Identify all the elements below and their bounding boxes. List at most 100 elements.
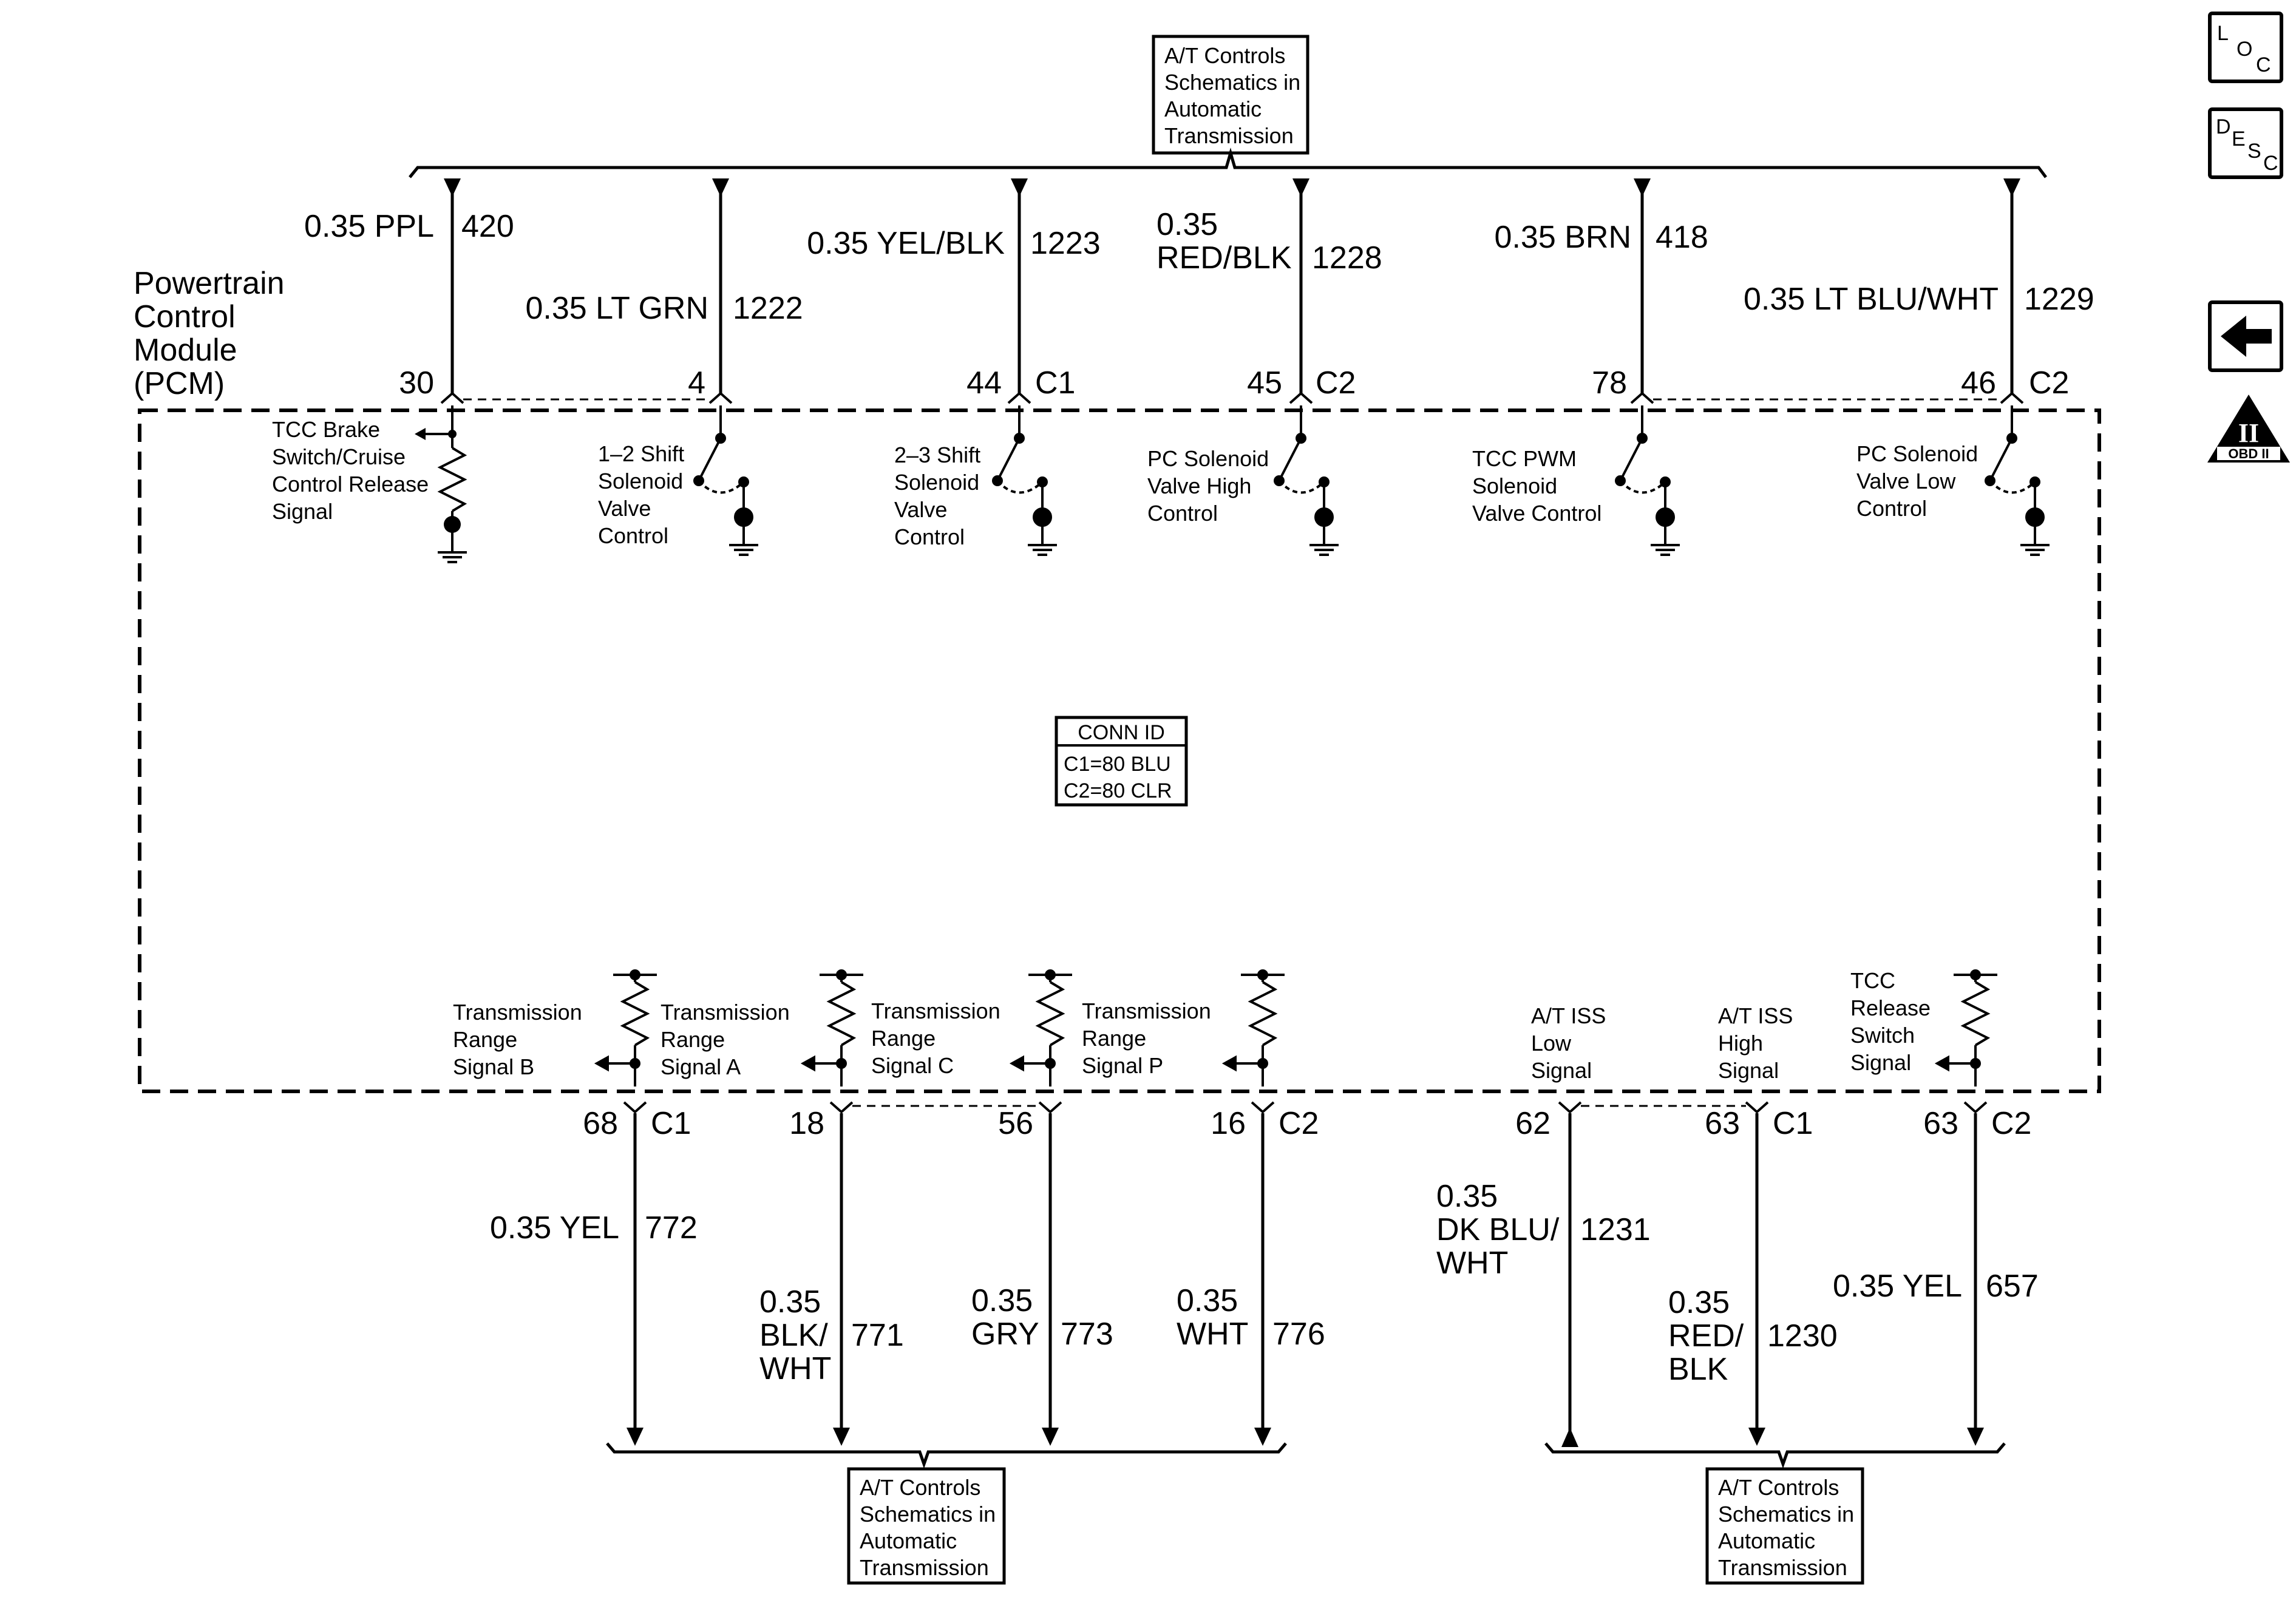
circuit-number: 657 bbox=[1986, 1269, 2039, 1304]
svg-text:TCC Release Switch: TCC Release Switch Signal bbox=[1850, 968, 1937, 1075]
svg-text:C1=80 BLU: C1=80 BLU bbox=[1064, 753, 1171, 776]
pin-number: 56 bbox=[998, 1106, 1033, 1141]
bottom-connector-symbols bbox=[623, 1101, 1988, 1114]
connector-id: C1 bbox=[1773, 1106, 1813, 1141]
circuit-number: 418 bbox=[1656, 220, 1708, 255]
circuit-number: 772 bbox=[645, 1210, 698, 1246]
svg-text:A/T ISS High Signa: A/T ISS High Signal bbox=[1718, 1003, 1799, 1083]
bottom-right-harness-bracket bbox=[1544, 1442, 2006, 1469]
svg-text:L: L bbox=[2217, 22, 2229, 45]
bottom-wire-labels: 68 C1 0.35 YEL 772 18 0.35 BLK/ WHT 771 … bbox=[490, 1106, 2039, 1387]
svg-text:II: II bbox=[2238, 418, 2259, 448]
range-signal-circuits bbox=[594, 969, 1997, 1086]
top-component-descriptions: 1–2 Shift Solenoid Valve Control 2–3 Shi… bbox=[598, 441, 1984, 549]
tcc-brake-circuit: TCC Brake Switch/Cruise Control Release … bbox=[272, 405, 468, 563]
svg-text:A/T Controls Schematics: A/T Controls Schematics in Automatic Tra… bbox=[1718, 1475, 1860, 1580]
top-wire-labels: 0.35 PPL 420 30 0.35 LT GRN 1222 4 0.35 … bbox=[304, 207, 2094, 401]
svg-text:A/T Controls Schematics: A/T Controls Schematics in Automatic Tra… bbox=[860, 1475, 1002, 1580]
svg-text:CONN ID: CONN ID bbox=[1078, 721, 1165, 744]
svg-text:TCC PWM Solenoid V: TCC PWM Solenoid Valve Control bbox=[1472, 446, 1601, 526]
top-connector-symbols bbox=[440, 392, 2024, 404]
svg-text:1–2 Shift Solenoid: 1–2 Shift Solenoid Valve Control bbox=[598, 441, 690, 548]
wire-color: 0.35 bbox=[1156, 207, 1218, 242]
wire-color: GRY bbox=[971, 1317, 1039, 1352]
bottom-right-reference-box[interactable]: A/T Controls Schematics in Automatic Tra… bbox=[1705, 1467, 1864, 1585]
svg-text:A/T ISS Low Signal: A/T ISS Low Signal bbox=[1531, 1003, 1612, 1083]
left-arrow-icon bbox=[2221, 316, 2272, 357]
bottom-component-descriptions: Transmission Range Signal B Transmission… bbox=[453, 968, 1937, 1083]
wire-color: 0.35 bbox=[971, 1283, 1033, 1318]
circuit-number: 1228 bbox=[1312, 240, 1382, 276]
bottom-left-harness-bracket bbox=[606, 1442, 1287, 1469]
wire-color: 0.35 BRN bbox=[1495, 220, 1631, 255]
wire-color: 0.35 LT GRN bbox=[525, 291, 708, 326]
wire-color: WHT bbox=[1436, 1246, 1508, 1281]
wire-color: BLK/ bbox=[759, 1318, 828, 1353]
wire-color: WHT bbox=[1177, 1317, 1248, 1352]
desc-button[interactable]: D E S C bbox=[2208, 107, 2283, 179]
circuit-number: 771 bbox=[851, 1318, 904, 1353]
svg-text:Transmission Range: Transmission Range Signal A bbox=[661, 1000, 796, 1079]
wire-color: BLK bbox=[1668, 1352, 1728, 1387]
svg-text:OBD II: OBD II bbox=[2228, 446, 2269, 461]
wire-color: 0.35 bbox=[1436, 1179, 1498, 1214]
svg-text:A/T Controls Schematics: A/T Controls Schematics in Automatic Tra… bbox=[1164, 43, 1306, 148]
top-wires bbox=[444, 178, 2020, 395]
wire-color: 0.35 YEL/BLK bbox=[807, 226, 1005, 261]
pcm-outline bbox=[138, 408, 2101, 1093]
circuit-number: 1223 bbox=[1030, 226, 1101, 261]
back-arrow-button[interactable] bbox=[2208, 300, 2283, 372]
circuit-number: 1229 bbox=[2024, 282, 2094, 317]
pin-number: 18 bbox=[789, 1106, 824, 1141]
circuit-number: 773 bbox=[1061, 1317, 1113, 1352]
wire-color: 0.35 YEL bbox=[1833, 1269, 1962, 1304]
connector-id: C1 bbox=[651, 1106, 691, 1141]
circuit-number: 1222 bbox=[733, 291, 803, 326]
svg-text:C2=80 CLR: C2=80 CLR bbox=[1064, 779, 1172, 802]
wire-color: DK BLU/ bbox=[1436, 1212, 1560, 1247]
pin-number: 46 bbox=[1961, 365, 1996, 401]
bottom-wires bbox=[627, 1113, 1984, 1447]
obd-ii-badge[interactable]: II OBD II bbox=[2207, 395, 2290, 463]
wire-color: 0.35 bbox=[1177, 1283, 1238, 1318]
svg-text:Transmission Range: Transmission Range Signal B bbox=[453, 1000, 588, 1079]
pin-number: 63 bbox=[1923, 1106, 1958, 1141]
svg-text:C: C bbox=[2263, 152, 2278, 175]
loc-button[interactable]: L O C bbox=[2208, 12, 2286, 86]
wire-color: 0.35 YEL bbox=[490, 1210, 619, 1246]
svg-text:D: D bbox=[2216, 115, 2231, 138]
pcm-label: Powertrain Control Module (PCM) bbox=[134, 266, 293, 401]
wire-color: WHT bbox=[759, 1351, 831, 1386]
pin-number: 62 bbox=[1515, 1106, 1550, 1141]
svg-text:PC Solenoid Valve High: PC Solenoid Valve High Control bbox=[1147, 446, 1275, 526]
connector-id: C2 bbox=[2029, 365, 2069, 401]
connector-id: C2 bbox=[1991, 1106, 2031, 1141]
wire-color: 0.35 PPL bbox=[304, 209, 434, 244]
pin-number: 45 bbox=[1247, 365, 1282, 401]
svg-text:E: E bbox=[2232, 127, 2246, 151]
wire-color: 0.35 bbox=[759, 1284, 821, 1320]
conn-id-box: CONN ID C1=80 BLU C2=80 CLR bbox=[1055, 716, 1188, 807]
pin-number: 4 bbox=[688, 365, 705, 401]
connector-id: C1 bbox=[1035, 365, 1075, 401]
svg-text:TCC Brake Switch/Cruise: TCC Brake Switch/Cruise Control Release … bbox=[272, 417, 435, 524]
wire-color: RED/BLK bbox=[1156, 240, 1292, 276]
pin-number: 30 bbox=[399, 365, 434, 401]
circuit-number: 1230 bbox=[1767, 1318, 1838, 1354]
pin-number: 68 bbox=[583, 1106, 618, 1141]
connector-id: C2 bbox=[1279, 1106, 1319, 1141]
svg-text:Transmission Range: Transmission Range Signal P bbox=[1082, 998, 1217, 1078]
svg-text:Transmission Range: Transmission Range Signal C bbox=[871, 998, 1007, 1078]
circuit-number: 776 bbox=[1272, 1317, 1325, 1352]
connector-id: C2 bbox=[1316, 365, 1356, 401]
top-reference-box[interactable]: A/T Controls Schematics in Automatic Tra… bbox=[1152, 35, 1309, 155]
svg-text:PC Solenoid Valve Low: PC Solenoid Valve Low Control bbox=[1856, 441, 1984, 521]
svg-text:C: C bbox=[2256, 53, 2271, 76]
bottom-left-reference-box[interactable]: A/T Controls Schematics in Automatic Tra… bbox=[847, 1467, 1006, 1585]
pin-number: 63 bbox=[1705, 1106, 1740, 1141]
pin-number: 16 bbox=[1211, 1106, 1246, 1141]
wire-color: 0.35 LT BLU/WHT bbox=[1744, 282, 1999, 317]
top-harness-bracket bbox=[409, 147, 2047, 178]
circuit-number: 1231 bbox=[1580, 1212, 1651, 1247]
